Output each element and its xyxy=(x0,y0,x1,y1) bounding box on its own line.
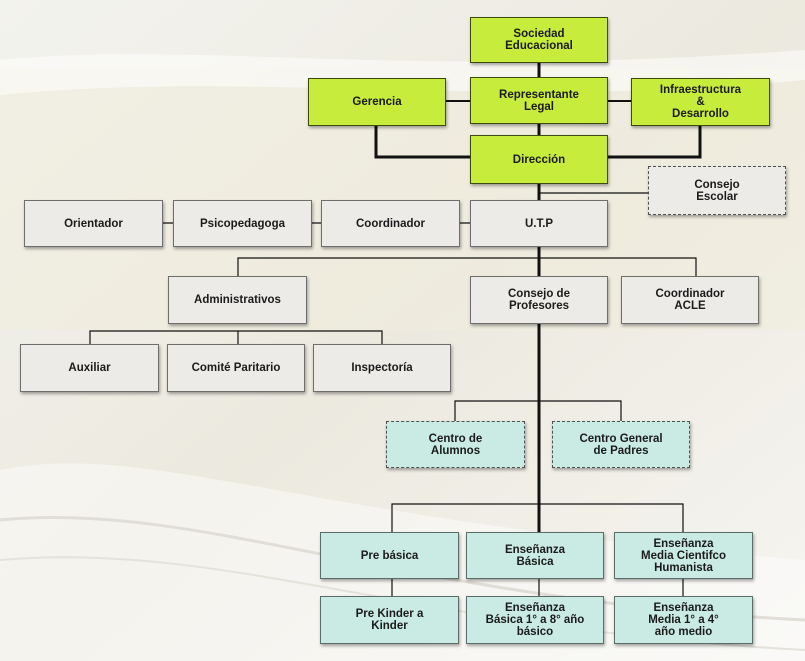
node-ensenanza-media: Enseñanza Media Cientifco Humanista xyxy=(614,532,753,579)
node-inspectoria: Inspectoría xyxy=(313,344,451,392)
node-utp: U.T.P xyxy=(470,200,608,247)
node-gerencia: Gerencia xyxy=(308,78,446,126)
node-auxiliar: Auxiliar xyxy=(20,344,159,392)
node-direccion: Dirección xyxy=(470,135,608,184)
node-administrativos: Administrativos xyxy=(168,276,307,324)
node-media-detalle: Enseñanza Media 1° a 4° año medio xyxy=(614,596,753,644)
node-centro-padres: Centro General de Padres xyxy=(552,421,690,468)
node-comite-paritario: Comité Paritario xyxy=(167,344,305,392)
node-consejo-profesores: Consejo de Profesores xyxy=(470,276,608,324)
node-basica-detalle: Enseñanza Básica 1° a 8° año básico xyxy=(466,596,604,644)
node-coordinador-acle: Coordinador ACLE xyxy=(621,276,759,324)
node-ensenanza-basica: Enseñanza Básica xyxy=(466,532,604,579)
node-orientador: Orientador xyxy=(24,200,163,247)
node-psicopedagoga: Psicopedagoga xyxy=(173,200,312,247)
node-infraestructura-desarrollo: Infraestructura & Desarrollo xyxy=(631,78,770,126)
node-sociedad-educacional: Sociedad Educacional xyxy=(470,17,608,63)
node-pre-kinder: Pre Kinder a Kinder xyxy=(320,596,459,644)
node-centro-alumnos: Centro de Alumnos xyxy=(386,421,525,468)
node-consejo-escolar: Consejo Escolar xyxy=(648,166,786,215)
node-representante-legal: Representante Legal xyxy=(470,77,608,124)
node-pre-basica: Pre básica xyxy=(320,532,459,579)
node-coordinador: Coordinador xyxy=(321,200,460,247)
